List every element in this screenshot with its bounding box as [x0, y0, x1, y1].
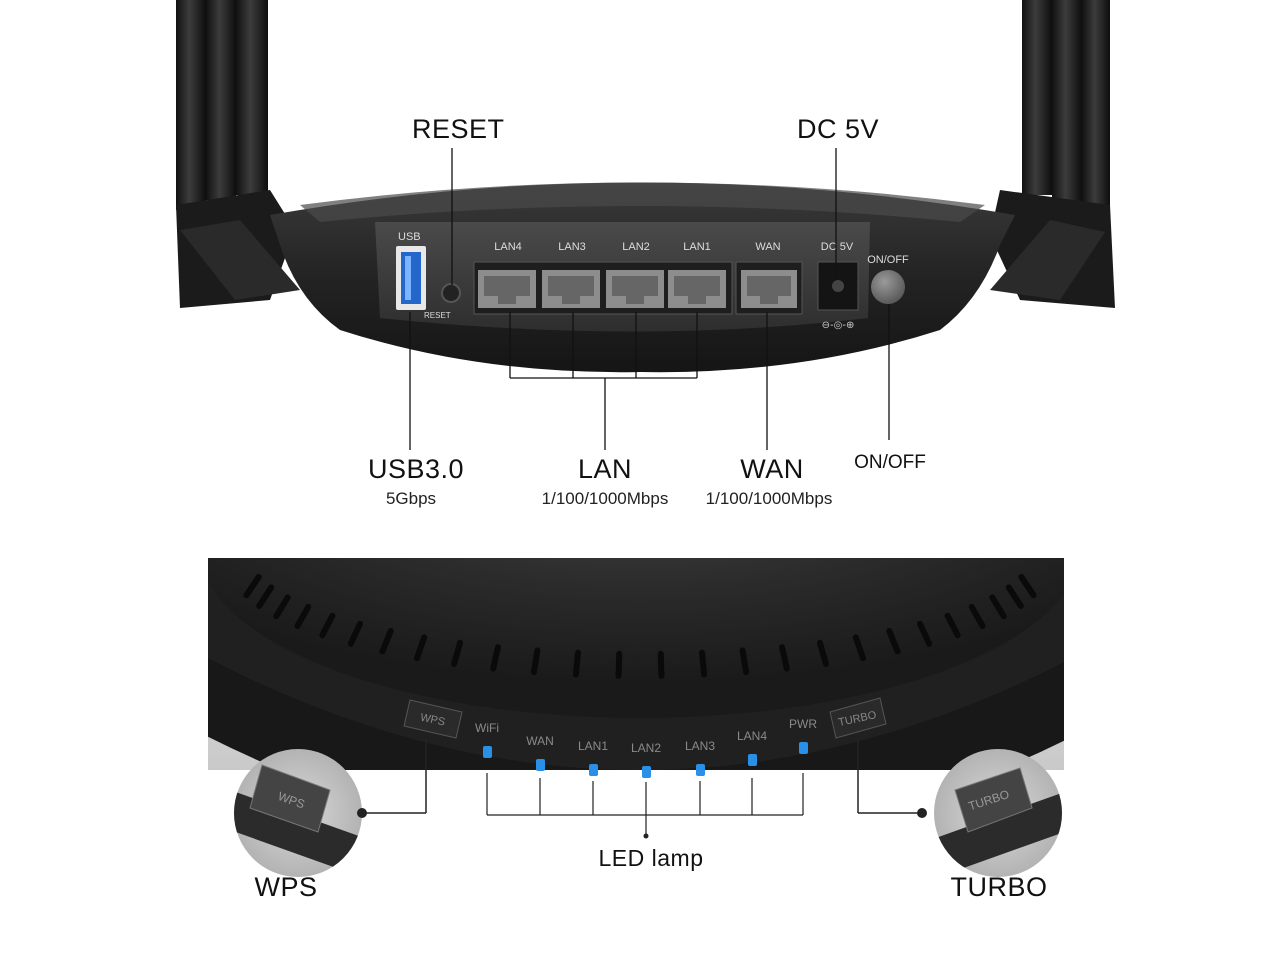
led-label: LAN1	[578, 739, 608, 753]
vent-slot	[379, 628, 394, 655]
silk-lan2: LAN2	[622, 241, 650, 253]
antenna-right	[990, 0, 1115, 308]
polarity-icon: ⊖-◎-⊕	[822, 320, 855, 331]
vent-slot	[256, 584, 275, 609]
callout-lan-speed: 1/100/1000Mbps	[541, 489, 669, 508]
lan-ports	[473, 261, 733, 315]
vent-slot	[944, 612, 961, 639]
vent-slot	[530, 647, 541, 676]
callout-led: LED lamp	[598, 845, 704, 871]
usb-port	[396, 246, 426, 310]
turbo-zoom: TURBO	[934, 749, 1062, 877]
silk-wan: WAN	[755, 241, 780, 253]
silk-lan1: LAN1	[683, 241, 711, 253]
callout-lan: LAN	[577, 454, 633, 484]
wps-button-edge: WPS	[403, 699, 463, 739]
silk-dc: DC 5V	[821, 241, 854, 253]
vent-slot	[816, 639, 829, 667]
led-label: LAN3	[685, 739, 715, 753]
vent-slot	[657, 650, 665, 679]
led-lamp	[799, 742, 808, 754]
lan-port-2	[606, 270, 664, 308]
callout-onoff: ON/OFF	[854, 452, 926, 473]
wps-zoom: WPS	[234, 749, 362, 877]
vent-slot	[490, 644, 501, 672]
vent-slot	[273, 594, 291, 620]
lan-port-3	[542, 270, 600, 308]
vent-slot	[916, 620, 933, 647]
vent-slot	[1018, 573, 1037, 599]
callout-wan: WAN	[740, 454, 804, 484]
led-lamp	[589, 764, 598, 776]
vent-slot	[968, 603, 986, 630]
vent-slot	[347, 620, 364, 647]
silk-lan3: LAN3	[558, 241, 586, 253]
led-lamp	[748, 754, 757, 766]
callout-turbo: TURBO	[950, 872, 1048, 902]
callout-wps: WPS	[254, 872, 318, 902]
callout-usb: USB3.0	[368, 454, 465, 484]
lan-port-1	[668, 270, 726, 308]
vent-slot	[1005, 584, 1024, 609]
silk-lan4: LAN4	[494, 241, 522, 253]
vent-slot	[413, 634, 428, 662]
led-label: PWR	[789, 717, 817, 731]
silk-onoff: ON/OFF	[867, 254, 909, 266]
callout-reset: RESET	[412, 114, 505, 144]
vent-slot	[294, 603, 312, 630]
vent-slot	[989, 594, 1007, 620]
turbo-button-edge: TURBO	[829, 697, 887, 739]
lan-port-4	[478, 270, 536, 308]
vent-slot	[779, 644, 790, 672]
led-bracket	[486, 773, 804, 835]
led-lamp	[642, 766, 651, 778]
led-label: LAN2	[631, 741, 661, 755]
vent-slot	[615, 650, 623, 679]
callout-usb-speed: 5Gbps	[385, 489, 437, 508]
silk-reset: RESET	[424, 311, 451, 320]
led-lamp	[536, 759, 545, 771]
front-panel	[208, 558, 1064, 770]
led-label: LAN4	[737, 729, 767, 743]
led-lamp	[696, 764, 705, 776]
led-lamp	[483, 746, 492, 758]
vent-slot	[451, 639, 464, 667]
led-label: WiFi	[475, 721, 499, 735]
vent-slot	[886, 628, 901, 655]
vent-slot	[572, 649, 581, 678]
wan-port	[735, 261, 803, 315]
antenna-left	[176, 0, 300, 308]
rear-leader-lines	[409, 148, 890, 450]
svg-text:WPS: WPS	[419, 712, 446, 729]
dc-jack	[817, 261, 859, 311]
callout-dc: DC 5V	[797, 114, 880, 144]
vent-slot	[699, 649, 708, 678]
vent-slot	[319, 612, 336, 639]
silk-usb: USB	[398, 231, 421, 243]
callout-wan-speed: 1/100/1000Mbps	[705, 489, 833, 508]
led-label: WAN	[526, 734, 554, 748]
vent-slot	[243, 573, 262, 599]
power-button	[871, 270, 905, 304]
vent-slot	[739, 647, 750, 676]
vent-slot	[852, 634, 867, 662]
reset-hole	[441, 283, 461, 303]
